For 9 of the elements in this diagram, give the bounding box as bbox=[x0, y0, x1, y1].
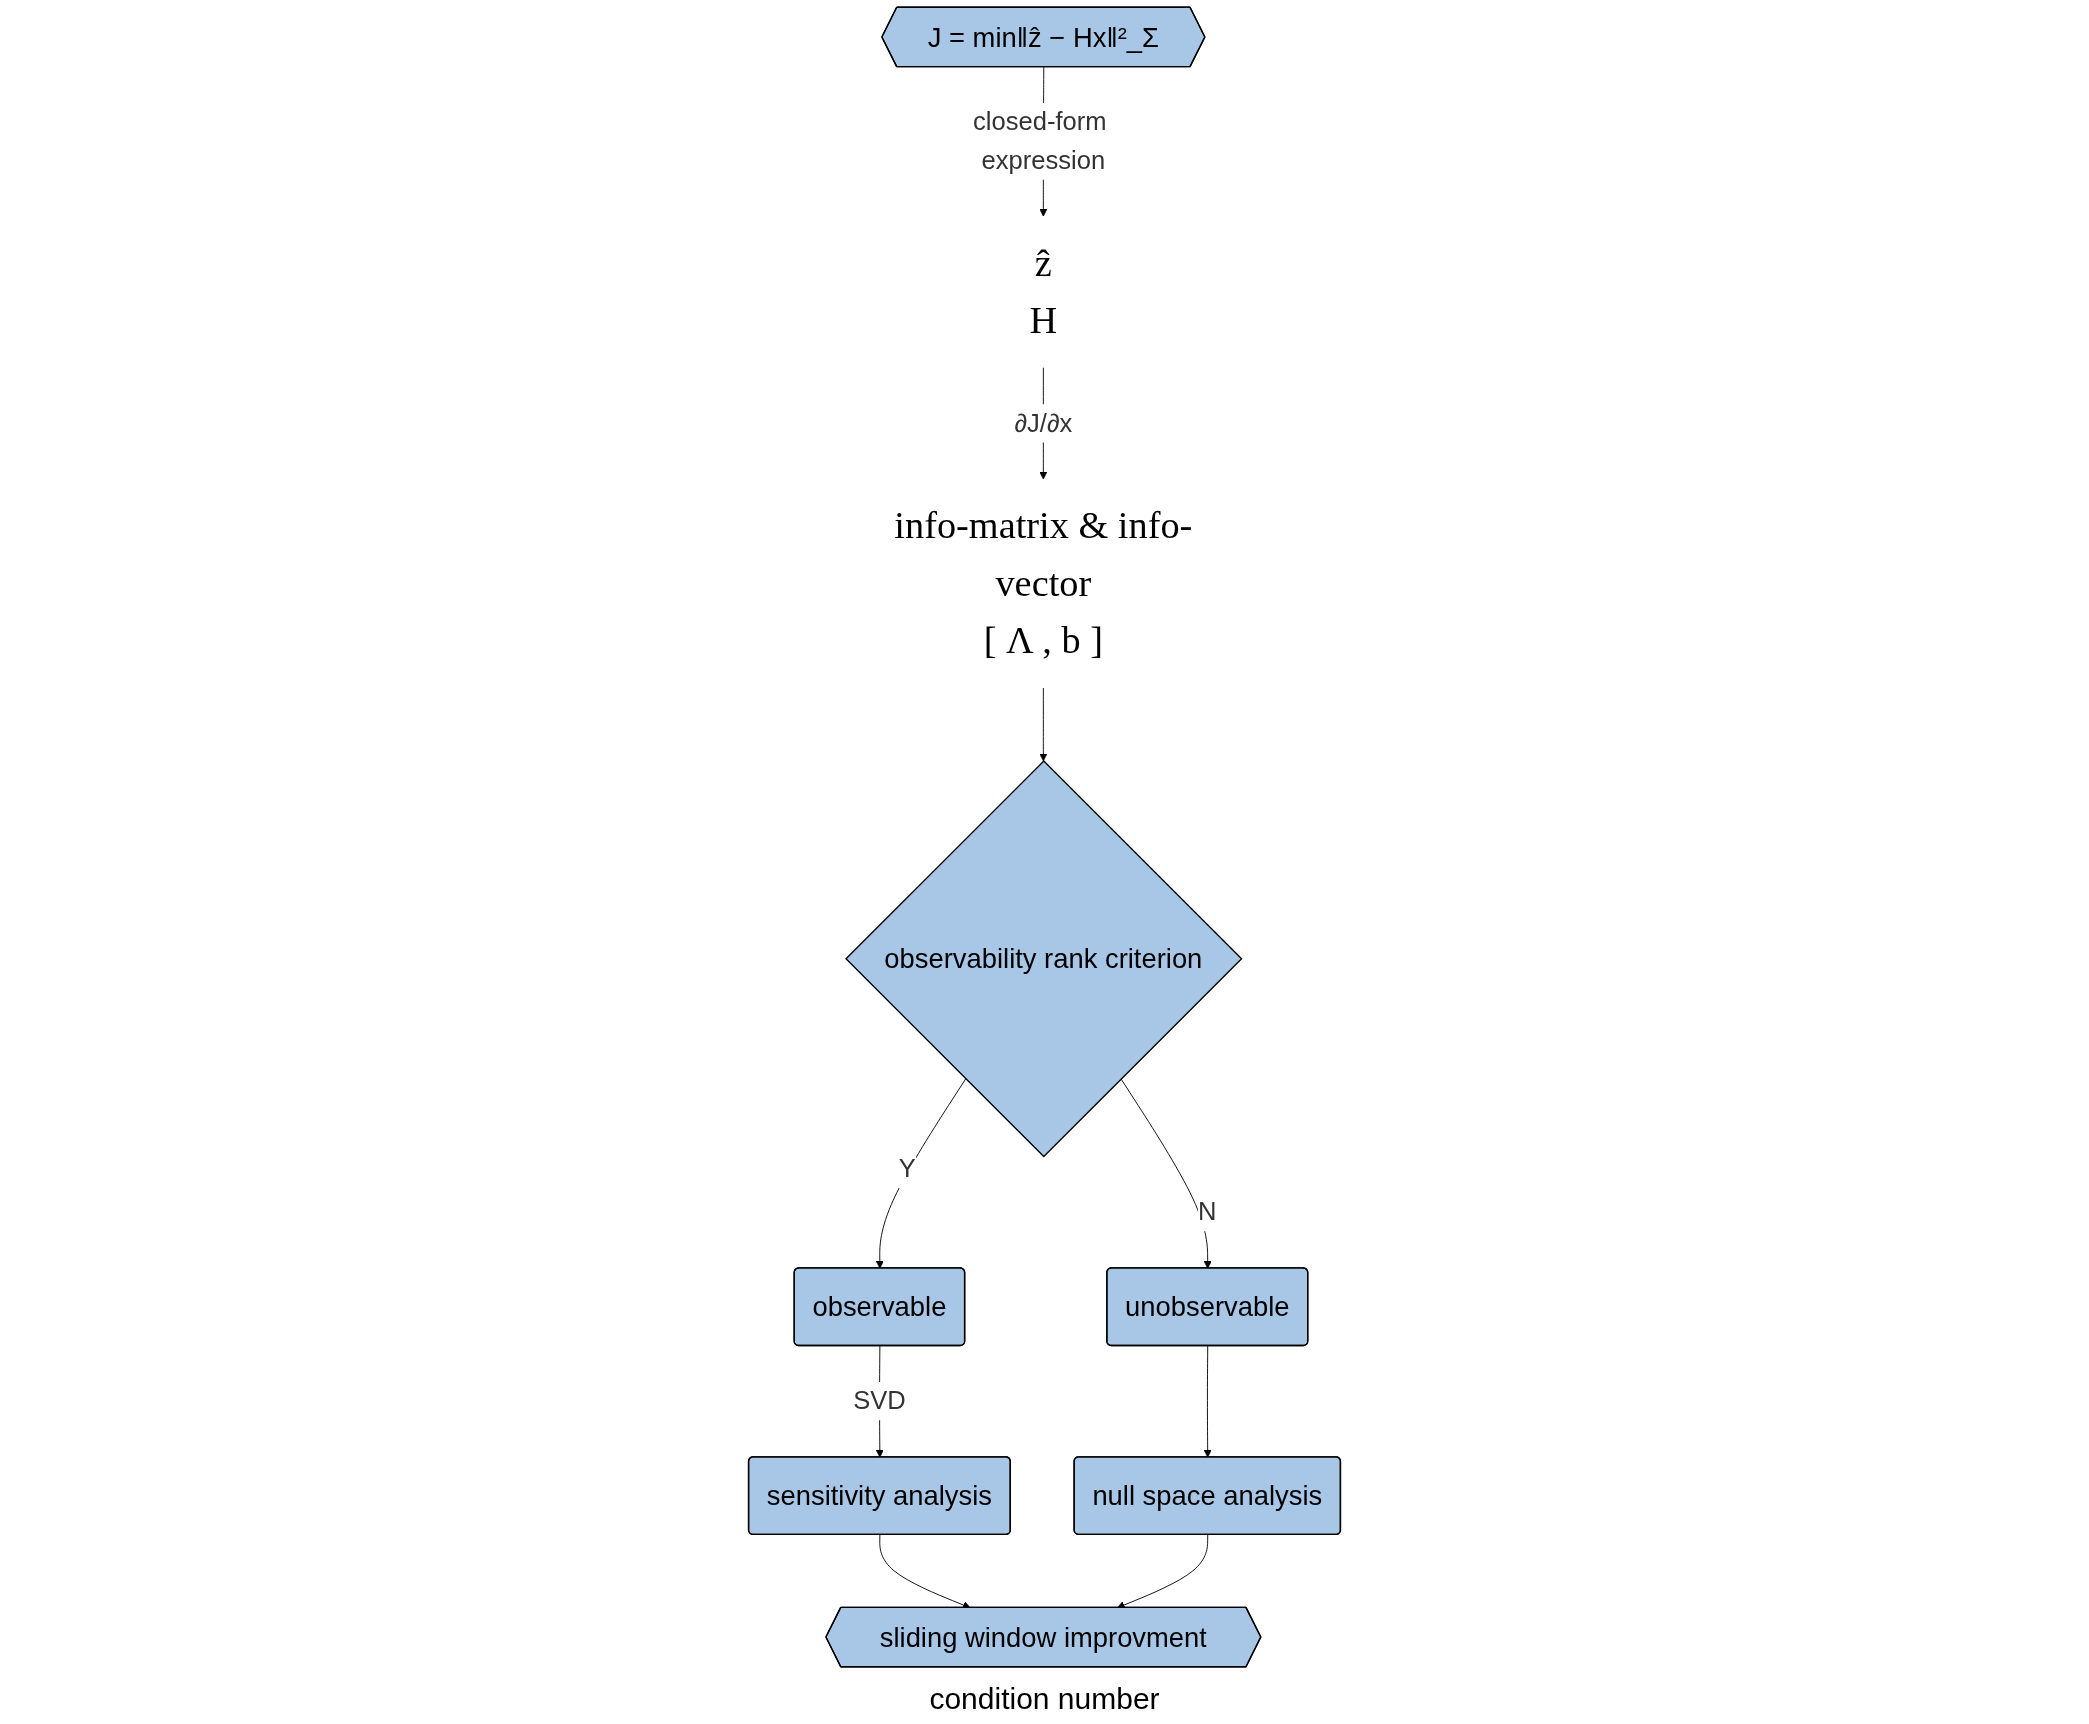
edge-label: ∂J/∂x bbox=[1014, 408, 1073, 438]
note-label: condition number bbox=[929, 1682, 1160, 1716]
node-diamond: observability rank criterion bbox=[845, 760, 1243, 1158]
edge-label: SVD bbox=[853, 1386, 906, 1415]
edge-label: closed-form expression bbox=[973, 107, 1107, 175]
edge-label: N bbox=[1198, 1197, 1217, 1226]
node-text: ẑ H bbox=[1029, 241, 1058, 342]
node-text: [ Λ , b ] bbox=[983, 619, 1104, 662]
node-label: info-matrix & info-vector bbox=[894, 504, 1193, 605]
